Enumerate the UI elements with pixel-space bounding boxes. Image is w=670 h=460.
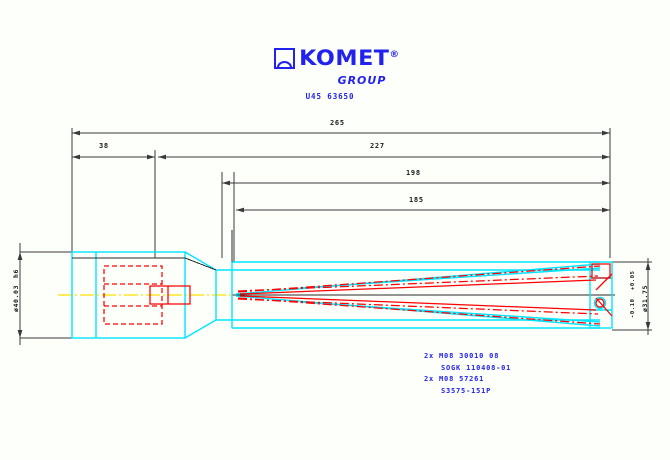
tip-screw-circle <box>593 296 607 310</box>
component-notes-block: 2x M08 30010 08 SOGK 110408-01 2x M08 57… <box>424 351 511 397</box>
taper-dark <box>184 257 217 271</box>
dim-label-shank-diameter: ø40.03 <box>12 284 20 312</box>
dim-label-flute-length: 198 <box>406 169 421 177</box>
dim-label-body-length: 227 <box>370 142 385 150</box>
tip-insert-pocket-upper <box>591 263 611 279</box>
flute-root-bottom <box>239 295 597 311</box>
tip-cutting-edges <box>595 273 613 317</box>
dim-label-shank-length: 38 <box>99 142 109 150</box>
shank-internal-bore <box>103 265 163 325</box>
pull-stud <box>149 285 191 305</box>
shank-taper <box>184 251 217 339</box>
shank-body <box>71 251 186 339</box>
coolant-channel-top-2 <box>237 275 599 292</box>
dim-label-overall-length: 265 <box>330 119 345 127</box>
brand-subtitle: GROUP <box>337 74 387 87</box>
flute-edge-top-2 <box>299 267 601 289</box>
flute-edge-bottom-visible <box>235 295 601 327</box>
section-outline-dark <box>72 230 233 271</box>
dim-label-drill-tol-lower: -0.10 <box>630 298 636 318</box>
drawing-number: U45 63650 <box>305 92 355 101</box>
dim-label-usable-length: 185 <box>409 196 424 204</box>
dim-label-shank-diameter-tol: h6 <box>12 268 20 278</box>
dimension-arrowheads <box>17 130 651 338</box>
flute-edge-bottom-2 <box>299 301 601 323</box>
note-line-1: SOGK 110408-01 <box>441 363 512 372</box>
visible-outline-group <box>71 251 613 339</box>
note-line-2: 2x M08 57261 <box>424 375 485 383</box>
flute-root-top <box>239 279 597 295</box>
coolant-channel-bottom <box>237 297 601 325</box>
tip-insert-screw <box>595 298 605 308</box>
dim-label-drill-tol-upper: +0.05 <box>630 270 636 290</box>
note-line-0: 2x M08 30010 08 <box>424 352 500 360</box>
dim-label-drill-diameter: ø31.75 <box>641 284 649 312</box>
coolant-channel-top <box>237 265 601 293</box>
note-line-3: S3575-151P <box>441 386 492 395</box>
coolant-channel-bottom-2 <box>237 298 599 315</box>
hidden-lines-group <box>103 263 613 325</box>
flute-edge-top-visible <box>235 263 601 295</box>
tip-head <box>589 261 613 329</box>
